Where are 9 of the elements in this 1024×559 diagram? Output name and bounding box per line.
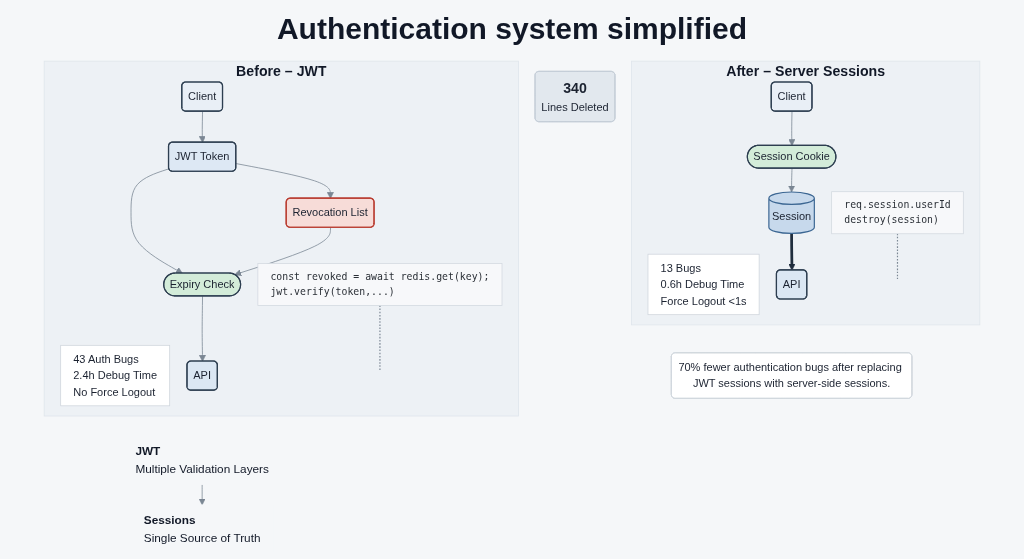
node-box: 43 Auth Bugs 2.4h Debug Time No Force Logout [60,344,171,407]
node-box: const revoked = await redis.get(key); jwt.verify(token,...) [257,263,503,306]
title: Authentication system simplified [275,12,749,46]
node-text: JWT Multiple Validation Layers [135,444,269,476]
node-text: Sessions Single Source of Truth [143,512,261,544]
node-box: req.session.userId destroy(session) [831,191,964,235]
arrow [788,233,796,271]
node-box: 13 Bugs 0.6h Debug Time Force Logout <1s [647,253,760,316]
connector [896,233,899,280]
